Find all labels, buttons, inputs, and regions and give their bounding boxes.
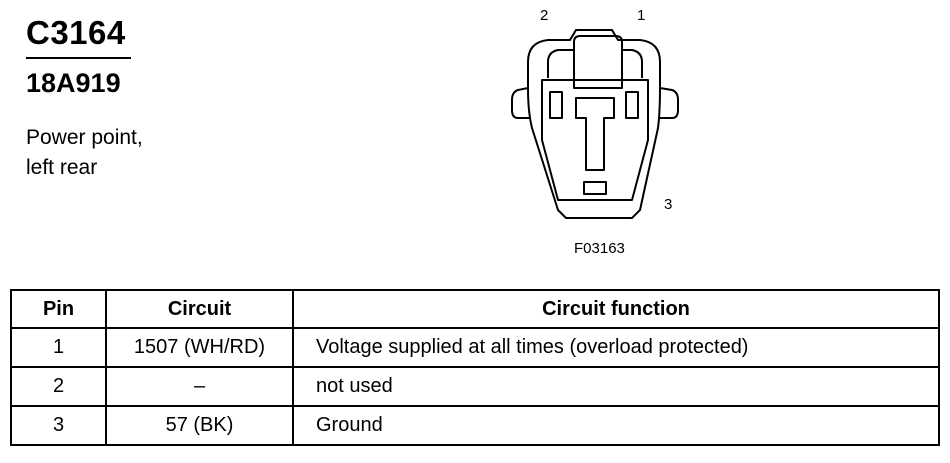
circuit-column-header: Circuit (105, 289, 294, 329)
function-column-header: Circuit function (292, 289, 940, 329)
connector-description: Power point, left rear (26, 123, 143, 183)
connector-inner-cavity (541, 79, 649, 201)
function-cell: Ground (292, 405, 940, 446)
table-row: 2 – not used (10, 366, 940, 407)
connector-id-underline (26, 57, 131, 59)
circuit-cell: 57 (BK) (105, 405, 294, 446)
pin-table: Pin Circuit Circuit function 1 1507 (WH/… (10, 289, 940, 446)
pin-label-1: 1 (637, 7, 645, 24)
pin-table-header-row: Pin Circuit Circuit function (10, 289, 940, 329)
function-cell: not used (292, 366, 940, 407)
pin-2-cavity (549, 91, 563, 119)
figure-code: F03163 (574, 240, 625, 257)
circuit-cell: – (105, 366, 294, 407)
circuit-cell: 1507 (WH/RD) (105, 327, 294, 368)
table-row: 1 1507 (WH/RD) Voltage supplied at all t… (10, 327, 940, 368)
part-number: 18A919 (26, 68, 121, 98)
pin-cell: 2 (10, 366, 107, 407)
pin-label-2: 2 (540, 7, 548, 24)
connector-inner-ledge (547, 49, 643, 78)
connector-face-diagram: 2 1 3 F03163 (511, 7, 679, 257)
connector-housing-outline (527, 29, 661, 219)
table-row: 3 57 (BK) Ground (10, 405, 940, 446)
description-line-1: Power point, (26, 126, 143, 149)
pin-cell: 1 (10, 327, 107, 368)
connector-right-ear (658, 87, 679, 119)
connector-left-ear (511, 87, 530, 119)
description-line-2: left rear (26, 156, 98, 179)
connector-latch (573, 35, 623, 89)
center-t-key (575, 97, 615, 171)
function-cell: Voltage supplied at all times (overload … (292, 327, 940, 368)
pin-cell: 3 (10, 405, 107, 446)
connector-id: C3164 (26, 14, 126, 51)
pin-label-3: 3 (664, 196, 672, 213)
pin-3-cavity (583, 181, 607, 195)
pin-1-cavity (625, 91, 639, 119)
pin-column-header: Pin (10, 289, 107, 329)
